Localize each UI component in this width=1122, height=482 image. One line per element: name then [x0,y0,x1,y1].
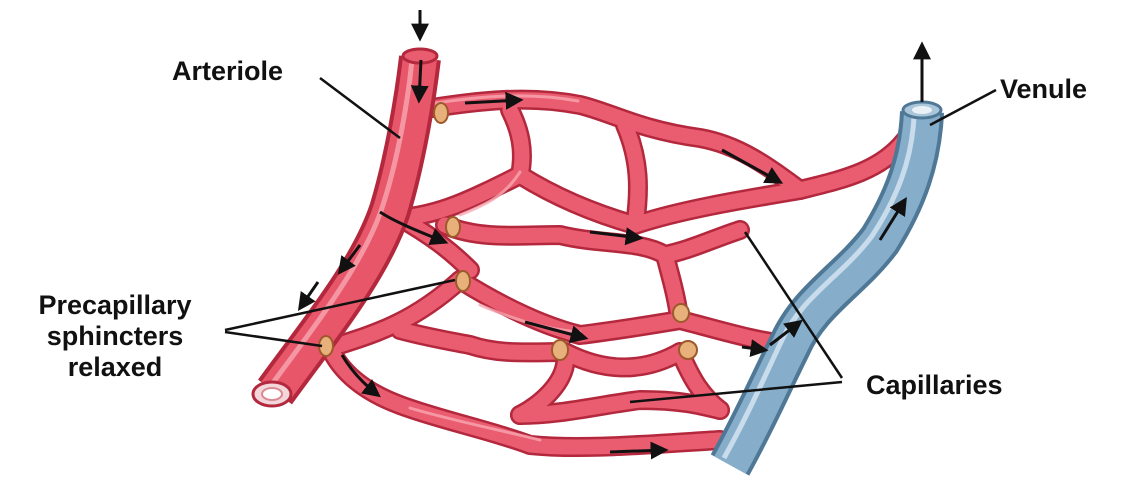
arteriole-label: Arteriole [172,56,283,87]
sphincter [552,340,568,360]
flow-arrow [419,60,421,100]
sphincter [434,103,448,123]
sphincter [673,304,689,322]
flow-arrow [610,450,665,452]
precapillary-sphincters-label: Precapillary sphincters relaxed [12,290,218,383]
precapillary-label-line-3: relaxed [12,352,218,383]
precapillary-label-line-1: Precapillary [12,290,218,321]
sphincter [679,341,697,359]
venule-label: Venule [1000,74,1087,105]
precapillary-label-line-2: sphincters [12,321,218,352]
sphincter [456,271,470,291]
sphincter [446,217,460,237]
capillaries-label: Capillaries [866,370,1003,401]
leader-arteriole [320,78,400,138]
